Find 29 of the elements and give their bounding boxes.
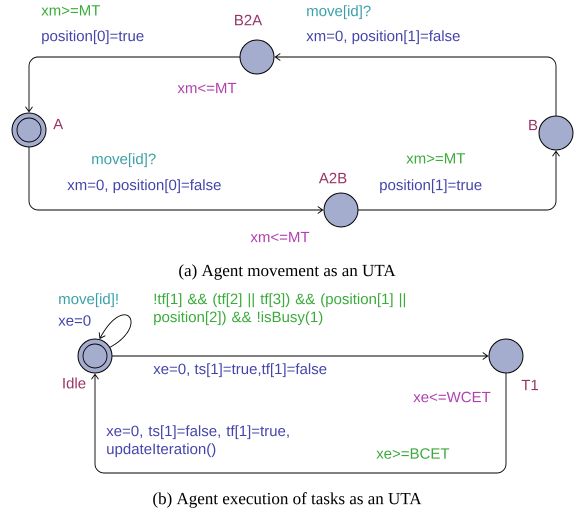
arrow <box>112 352 488 360</box>
caption: (b) Agent execution of tasks as an UTA <box>153 492 422 508</box>
update-label: position[0]=true <box>42 30 144 44</box>
edge-label: move[id]? <box>307 5 371 20</box>
edge-label: !tf[1] && (tf[2] || tf[3]) && (position[1] || position[2]) && !isBusy(1) <box>154 293 406 326</box>
state-name: B <box>529 120 538 130</box>
edge-label: move[id]! <box>59 293 118 308</box>
update-label: xe=0, ts[1]=true,tf[1]=false <box>153 363 326 378</box>
arrow <box>91 373 506 474</box>
update-label: xe=0, ts[1]=false, tf[1]=true, updateIteration() <box>106 425 289 458</box>
invariant-label: xe<=WCET <box>413 392 490 402</box>
edge-label: xm>=MT <box>41 5 100 16</box>
arrow <box>358 150 560 210</box>
arrow <box>25 56 240 112</box>
state-name: A2B <box>318 172 346 184</box>
state-name: T1 <box>522 380 538 390</box>
state-name: B2A <box>235 14 262 26</box>
invariant-label: xm<=MT <box>178 82 236 94</box>
update-label: xe=0 <box>58 315 91 326</box>
edge-label: move[id]? <box>92 153 156 168</box>
state-name: A <box>53 118 64 130</box>
caption: (a) Agent movement as an UTA <box>179 264 396 280</box>
arrow <box>28 147 324 214</box>
arrow <box>274 53 556 116</box>
edge-label: xm>=MT <box>406 153 466 164</box>
arrow <box>98 314 132 348</box>
invariant-label: xm<=MT <box>250 232 310 242</box>
state-name: Idle <box>63 377 86 388</box>
edge-label: xe>=BCET <box>376 448 450 459</box>
